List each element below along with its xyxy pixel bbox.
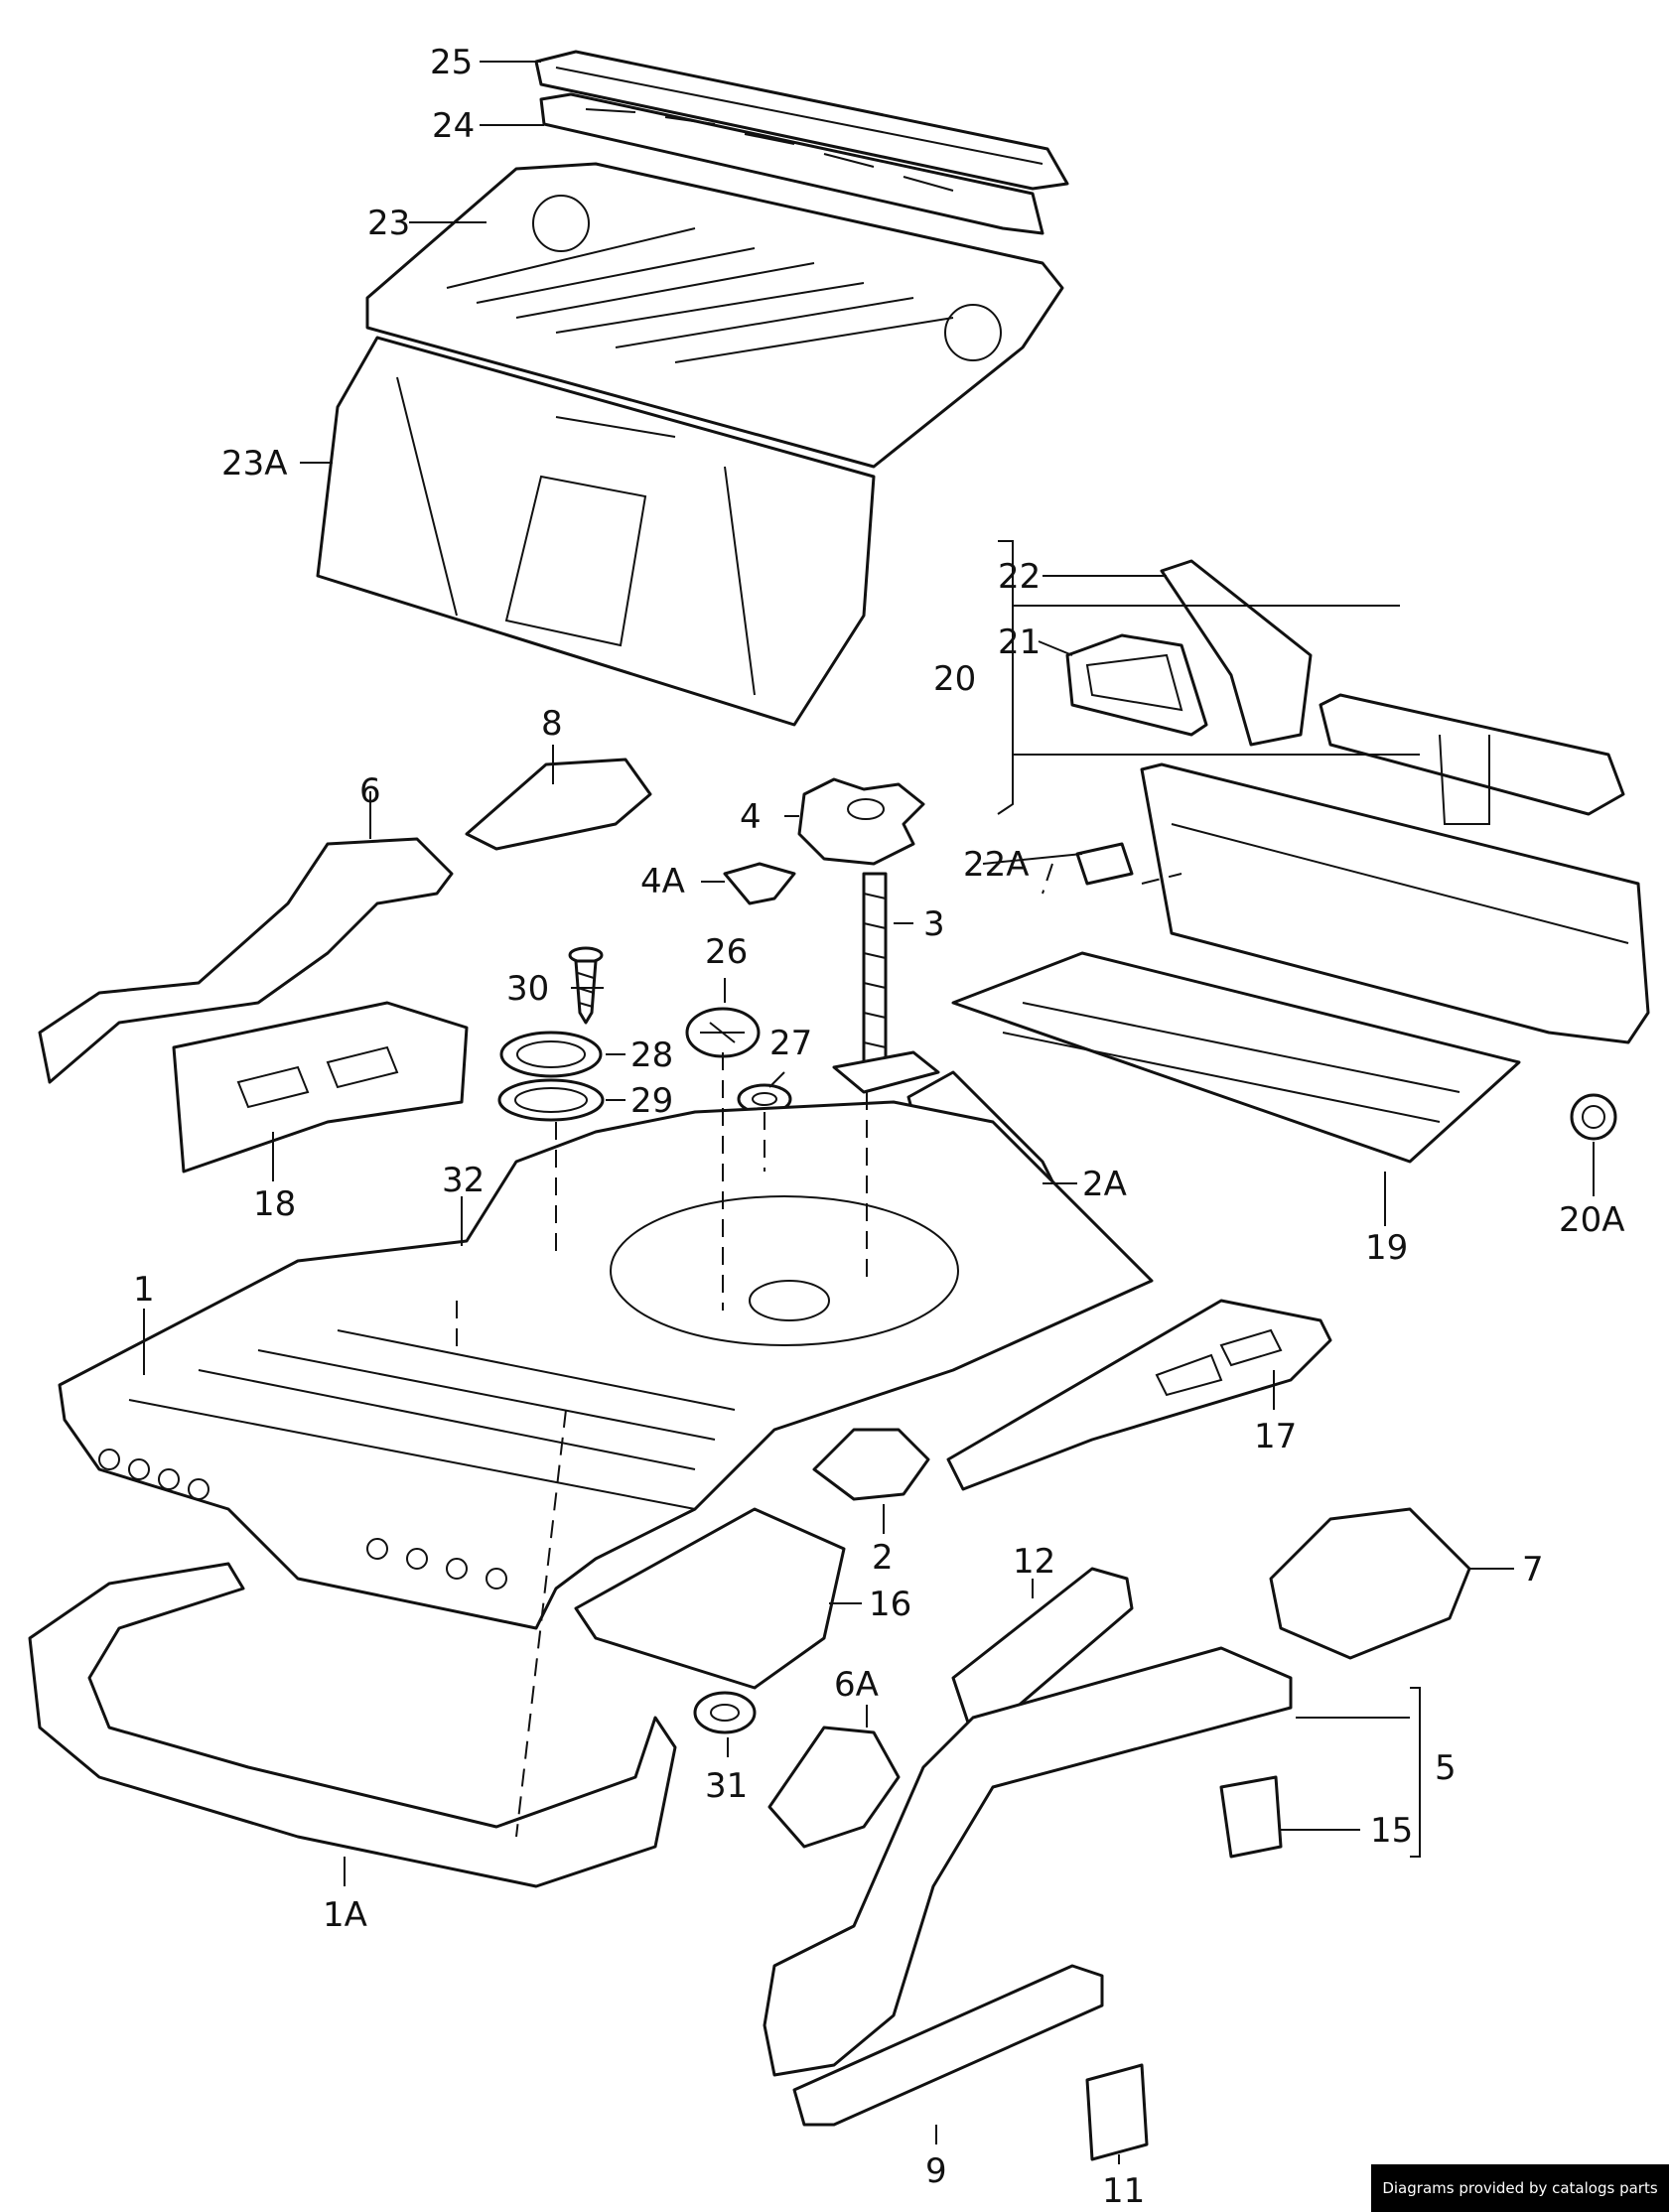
- part-4A-wing-nut: [723, 862, 796, 905]
- part-20A-grommet: [1570, 1093, 1617, 1141]
- callout-8: 8: [541, 704, 563, 744]
- callout-6A: 6A: [834, 1665, 879, 1705]
- callout-27: 27: [769, 1024, 812, 1063]
- part-23A-rear-panel: [316, 336, 876, 727]
- part-4-clamp: [797, 777, 925, 866]
- part-15-bracket: [1219, 1775, 1283, 1859]
- callout-29: 29: [630, 1081, 673, 1121]
- leader-lines: [143, 61, 1595, 2164]
- callout-1: 1: [133, 1270, 155, 1310]
- callout-32: 32: [442, 1161, 485, 1200]
- callout-23A: 23A: [221, 444, 288, 484]
- part-2-mount: [812, 1428, 930, 1501]
- credit-text: Diagrams provided by catalogs parts: [1382, 2179, 1658, 2197]
- callout-21: 21: [998, 622, 1041, 662]
- callout-12: 12: [1013, 1542, 1055, 1582]
- part-25-rail: [534, 50, 1069, 191]
- part-3-threaded-rod: [832, 872, 940, 1094]
- callout-15: 15: [1370, 1811, 1413, 1851]
- part-1A-crossmember: [28, 1562, 677, 1888]
- callout-16: 16: [869, 1585, 911, 1624]
- part-7-bracket: [1269, 1507, 1471, 1660]
- callout-25: 25: [430, 43, 473, 82]
- callout-28: 28: [630, 1036, 673, 1075]
- callout-26: 26: [705, 932, 748, 972]
- callout-30: 30: [506, 969, 549, 1009]
- callout-1A: 1A: [323, 1895, 367, 1935]
- callout-11: 11: [1102, 2171, 1145, 2211]
- callout-7: 7: [1522, 1550, 1544, 1590]
- part-28-ring: [499, 1031, 603, 1078]
- part-22-bracket: [1160, 559, 1313, 747]
- callout-24: 24: [432, 106, 475, 146]
- callout-18: 18: [253, 1184, 296, 1224]
- part-29-ring: [497, 1078, 605, 1122]
- callout-4A: 4A: [640, 862, 685, 901]
- callout-22: 22: [998, 557, 1041, 597]
- callout-22A: 22A: [963, 845, 1030, 885]
- callout-19: 19: [1365, 1228, 1408, 1268]
- part-6-side-member: [38, 837, 454, 1084]
- callout-23: 23: [367, 204, 410, 243]
- callout-3: 3: [923, 904, 945, 944]
- part-11-plate: [1085, 2063, 1149, 2161]
- part-17-side-member: [946, 1299, 1332, 1491]
- callout-17: 17: [1254, 1417, 1297, 1456]
- callout-20: 20: [933, 659, 976, 699]
- callout-31: 31: [705, 1766, 748, 1806]
- part-22A-clip: [1075, 842, 1134, 886]
- part-9-sill: [792, 1964, 1104, 2127]
- part-1-floor-pan: [58, 1100, 1154, 1630]
- part-18-support: [172, 1001, 469, 1174]
- part-19-rear-body-panel: [951, 762, 1650, 1164]
- part-31-grommet: [693, 1691, 757, 1734]
- callout-6: 6: [359, 771, 381, 811]
- callout-labels: 25 24 23 23A 22 21 20 8 6 4 4A 22A 3 30 …: [133, 43, 1625, 2211]
- callout-4: 4: [740, 797, 762, 837]
- callout-2A: 2A: [1082, 1165, 1127, 1204]
- part-23-parcel-shelf: [365, 162, 1064, 469]
- callout-9: 9: [925, 2151, 947, 2191]
- callout-20A: 20A: [1559, 1200, 1625, 1240]
- part-20-crossmember: [1319, 693, 1625, 825]
- part-6A-bracket: [767, 1726, 901, 1849]
- part-5-side-member: [763, 1646, 1293, 2077]
- part-16-panel: [574, 1507, 846, 1690]
- part-8-bracket: [465, 758, 652, 851]
- part-30-screw: [568, 946, 604, 1025]
- part-21-panel: [1065, 633, 1208, 737]
- alignment-lines: [456, 863, 1182, 1838]
- callout-2: 2: [872, 1538, 894, 1578]
- part-26-cap: [685, 1007, 761, 1058]
- credit-banner: Diagrams provided by catalogs parts: [1371, 2164, 1669, 2212]
- callout-5: 5: [1435, 1748, 1457, 1788]
